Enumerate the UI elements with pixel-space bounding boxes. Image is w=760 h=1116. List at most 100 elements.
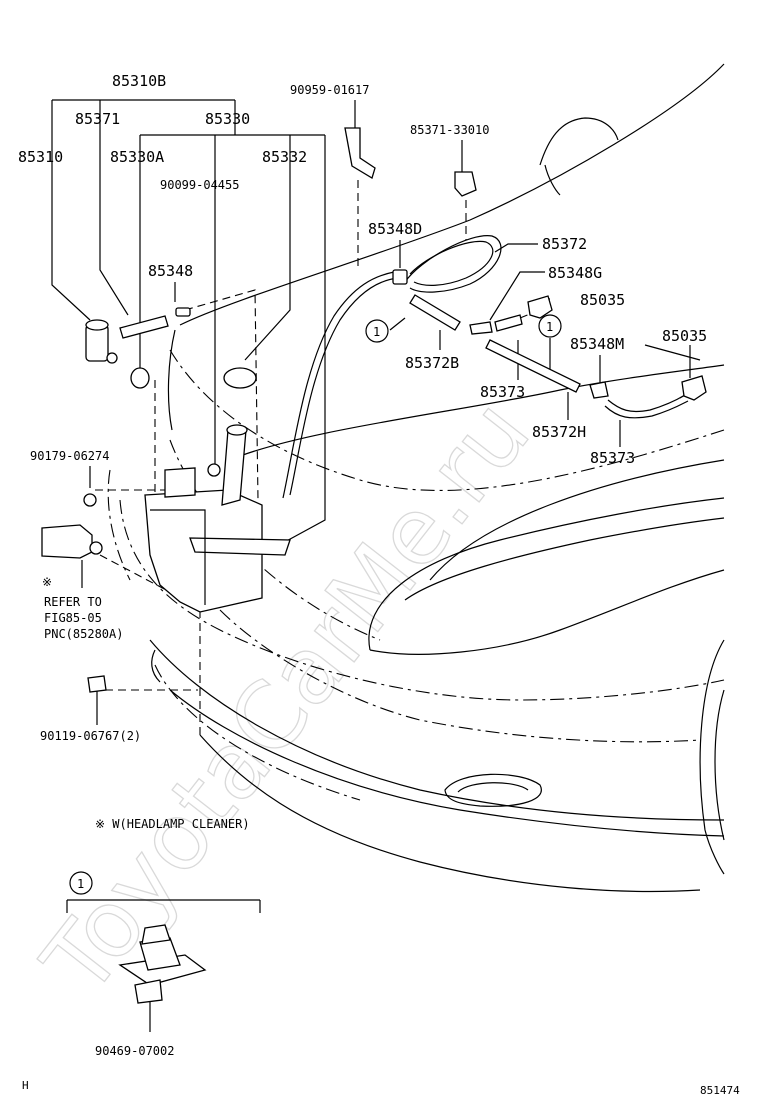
- part-labels: 85310B 85371 85330 85310 85330A 85332 90…: [18, 72, 740, 1097]
- leader-85371: [99, 100, 129, 316]
- bolt-90099-shape: [207, 463, 221, 477]
- headlamp-inner: [404, 517, 725, 601]
- leader-85348G: [489, 271, 545, 321]
- label-90959-01617: 90959-01617: [290, 83, 369, 97]
- washer-nozzle-icon: [527, 295, 553, 319]
- tank-bracket: [164, 467, 196, 498]
- callout-circle-left: [365, 319, 389, 343]
- pump-motor-icon: [41, 524, 103, 559]
- clip-head: [141, 924, 171, 945]
- label-85348G: 85348G: [548, 264, 602, 282]
- clip-90179: [83, 493, 97, 507]
- bolt-90119: [87, 675, 107, 693]
- label-85330A: 85330A: [110, 148, 164, 166]
- label-85371-33010: 85371-33010: [410, 123, 489, 137]
- hose-85372-inner: [409, 240, 494, 286]
- cap-85332: [223, 367, 257, 389]
- hose-85371: [119, 315, 169, 339]
- nozzle-85035b: [681, 375, 707, 401]
- grommet-icon: [130, 367, 150, 389]
- hood-mid-line: [229, 364, 725, 461]
- bumper-hidden-line: [219, 609, 701, 743]
- label-85035-a: 85035: [580, 291, 625, 309]
- tank-seam: [150, 509, 206, 605]
- leader-85310: [51, 100, 91, 321]
- callout-circle-detail: [69, 871, 93, 895]
- bolt-90099: [207, 463, 221, 477]
- hood-ridge: [539, 117, 619, 166]
- joint-85348D: [392, 269, 408, 285]
- cap-85332-shape: [223, 367, 257, 389]
- hose-85373b-outer: [607, 394, 686, 413]
- motor-nipple: [106, 352, 118, 364]
- headlamp-bottom: [369, 569, 725, 655]
- label-refer-3: PNC(85280A): [44, 627, 123, 641]
- motor-top: [85, 319, 109, 331]
- label-90119-06767: 90119-06767(2): [40, 729, 141, 743]
- body-hidden-line: [119, 499, 725, 701]
- body-hidden-corner: [107, 469, 131, 581]
- callout-detail-text: 1: [77, 877, 84, 891]
- wheel-arch-inner: [714, 689, 725, 841]
- fender-line: [429, 459, 725, 581]
- joint-85348-shape: [175, 307, 191, 317]
- label-85373-b: 85373: [590, 449, 635, 467]
- nozzle-85035a: [527, 295, 553, 319]
- label-refer-mark: ※: [42, 575, 52, 589]
- label-85372: 85372: [542, 235, 587, 253]
- leader-85372: [494, 243, 538, 253]
- corner-label-left: H: [22, 1079, 29, 1092]
- bumper-hidden-line-2: [154, 664, 361, 801]
- circled-number-icon: 1 1 1: [69, 314, 562, 895]
- clip-leg: [134, 979, 163, 1004]
- callout-left-text: 1: [373, 325, 380, 339]
- clamp-90959: [344, 127, 376, 179]
- label-85330: 85330: [205, 110, 250, 128]
- label-note-headlamp-cleaner: ※ W(HEADLAMP CLEANER): [95, 817, 250, 831]
- bumper-line-2: [169, 689, 725, 837]
- label-refer-2: FIG85-05: [44, 611, 102, 625]
- label-90179-06274: 90179-06274: [30, 449, 109, 463]
- label-85372H: 85372H: [532, 423, 586, 441]
- figure-number: 851474: [700, 1084, 740, 1097]
- hood-hidden-line: [169, 349, 725, 492]
- bumper-line-1: [149, 639, 725, 821]
- leader-circle-left: [389, 317, 406, 331]
- joint-85348: [175, 307, 191, 317]
- leader-85330-right: [269, 135, 326, 551]
- joint-85348G: [469, 321, 493, 335]
- main-hose: [289, 277, 399, 496]
- washer-tank-icon: [144, 424, 291, 613]
- leader-85332: [244, 135, 291, 361]
- hose-85372: [404, 235, 502, 293]
- label-85310B: 85310B: [112, 72, 166, 90]
- grommet-85330A: [130, 367, 150, 389]
- joint-85348M: [589, 381, 609, 399]
- label-85348D: 85348D: [368, 220, 422, 238]
- washer-motor-icon: [85, 319, 118, 364]
- label-85348M: 85348M: [570, 335, 624, 353]
- label-85371: 85371: [75, 110, 120, 128]
- label-85373-a: 85373: [480, 383, 525, 401]
- label-90469-07002: 90469-07002: [95, 1044, 174, 1058]
- tank-neck: [221, 429, 247, 506]
- hose-85371-shape: [119, 315, 169, 339]
- wheel-arch: [699, 639, 725, 875]
- tank-mount: [189, 537, 291, 556]
- hose-short: [494, 314, 523, 332]
- tank-filler: [226, 424, 248, 436]
- bumper-corner: [151, 649, 161, 683]
- main-hose-inner: [282, 271, 395, 499]
- hood-corner: [167, 329, 176, 431]
- fog-lamp: [444, 773, 542, 807]
- hood-edge: [179, 63, 725, 326]
- lower-spoiler: [199, 734, 701, 893]
- label-85348: 85348: [148, 262, 193, 280]
- label-85035-b: 85035: [662, 327, 707, 345]
- fog-lamp-inner: [457, 782, 529, 793]
- callout-right-text: 1: [546, 320, 553, 334]
- callout-circle-right: [538, 314, 562, 338]
- leader-85348M-right: [644, 344, 701, 361]
